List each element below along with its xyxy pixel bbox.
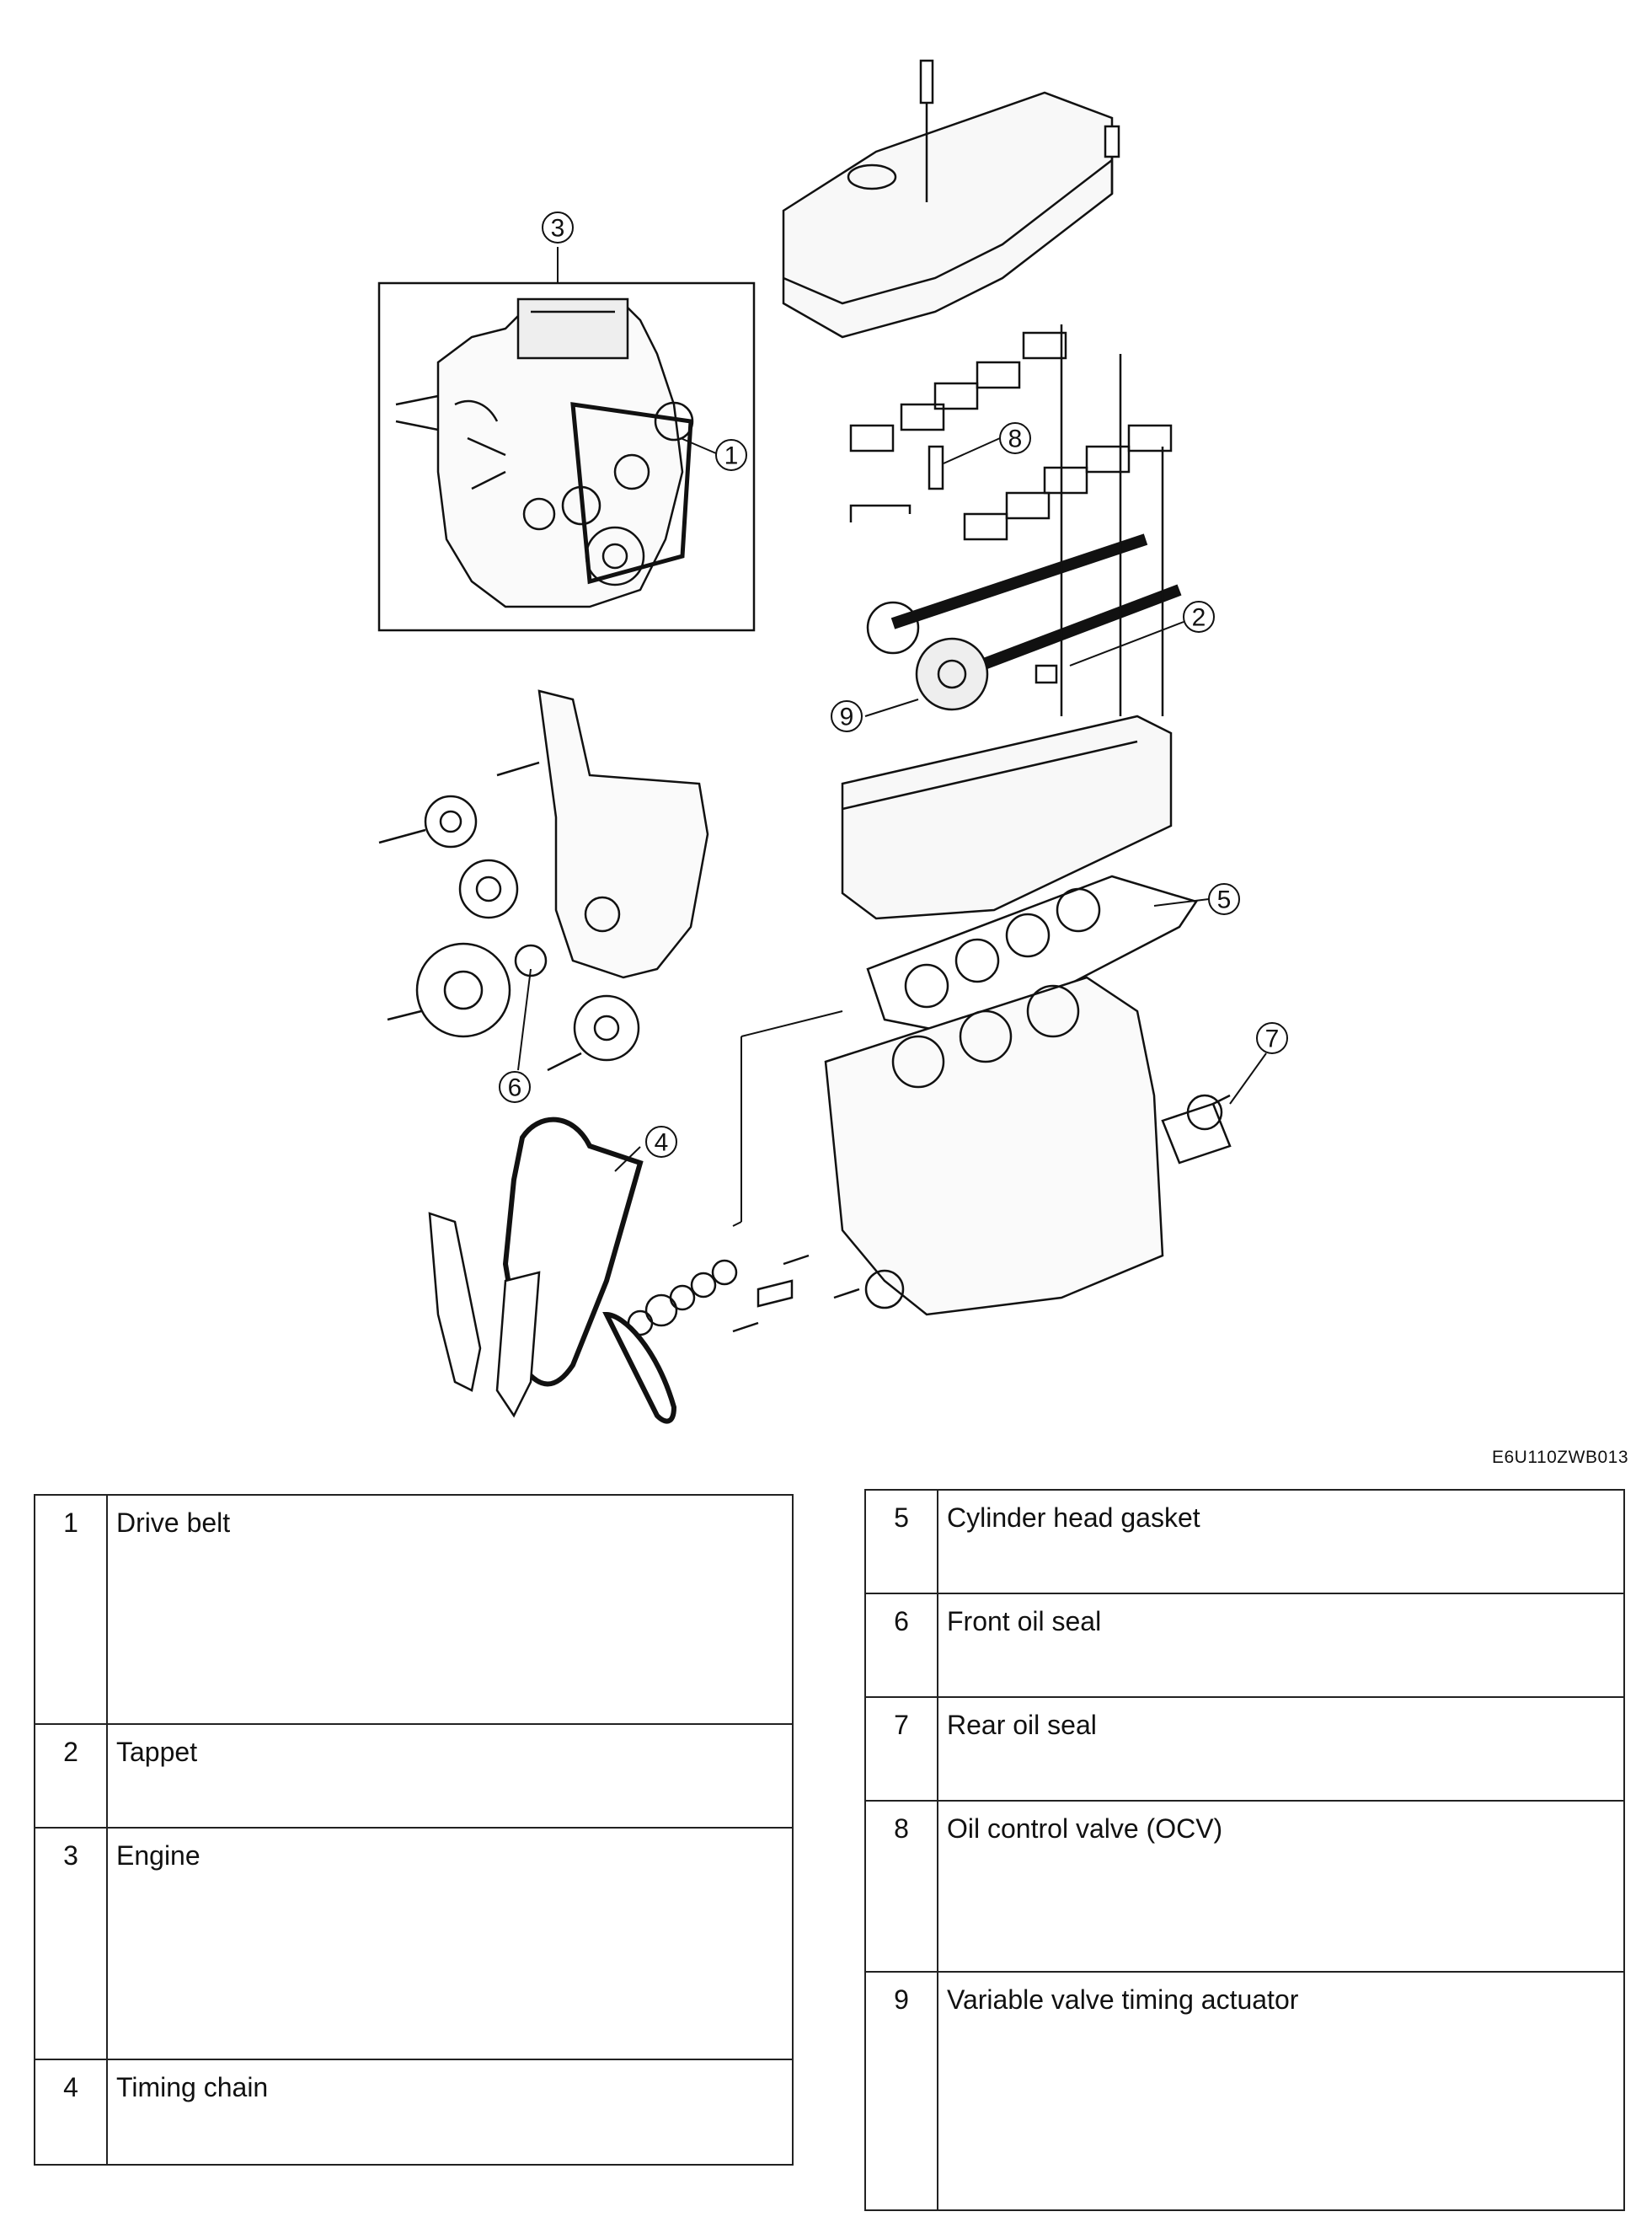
callout-6 bbox=[499, 1071, 531, 1103]
table-row: 1 Drive belt bbox=[34, 1494, 794, 1725]
table-row: 2 Tappet bbox=[34, 1723, 794, 1829]
table-row: 4 Timing chain bbox=[34, 2059, 794, 2166]
part-name: Engine bbox=[106, 1827, 794, 2060]
callout-7-label: 7 bbox=[1265, 1025, 1280, 1053]
parts-table-right: 5 Cylinder head gasket 6 Front oil seal … bbox=[864, 1489, 1625, 2211]
table-row: 6 Front oil seal bbox=[864, 1593, 1625, 1698]
callout-6-label: 6 bbox=[508, 1074, 522, 1102]
part-number: 6 bbox=[864, 1593, 938, 1698]
table-row: 7 Rear oil seal bbox=[864, 1696, 1625, 1802]
part-number: 3 bbox=[34, 1827, 108, 2060]
table-row: 5 Cylinder head gasket bbox=[864, 1489, 1625, 1594]
table-row: 8 Oil control valve (OCV) bbox=[864, 1800, 1625, 1973]
callout-4 bbox=[645, 1126, 677, 1158]
cylinder-head-icon bbox=[841, 324, 1173, 920]
part-name: Variable valve timing actuator bbox=[937, 1971, 1625, 2211]
parts-table-left: 1 Drive belt 2 Tappet 3 Engine 4 Timing … bbox=[34, 1494, 794, 2166]
part-number: 4 bbox=[34, 2059, 108, 2166]
callout-2-label: 2 bbox=[1192, 604, 1206, 632]
camshafts-icon bbox=[849, 331, 1182, 711]
table-row: 9 Variable valve timing actuator bbox=[864, 1971, 1625, 2211]
engine-assembly-icon bbox=[377, 281, 756, 632]
cylinder-head-gasket-icon bbox=[866, 875, 1198, 1038]
cylinder-head-cover-icon bbox=[782, 59, 1120, 339]
part-name: Tappet bbox=[106, 1723, 794, 1829]
callout-8 bbox=[999, 422, 1031, 454]
exploded-engine-diagram: 1 2 3 4 5 6 7 8 9 bbox=[377, 59, 1288, 1424]
part-name: Front oil seal bbox=[937, 1593, 1625, 1698]
callout-5-label: 5 bbox=[1217, 886, 1232, 914]
part-name: Cylinder head gasket bbox=[937, 1489, 1625, 1594]
callout-5 bbox=[1208, 883, 1240, 915]
figure-code: E6U110ZWB013 bbox=[1491, 1448, 1628, 1467]
callout-8-label: 8 bbox=[1008, 426, 1023, 453]
part-name: Drive belt bbox=[106, 1494, 794, 1725]
timing-chain-icon bbox=[428, 1116, 905, 1424]
part-name: Timing chain bbox=[106, 2059, 794, 2166]
callout-9-label: 9 bbox=[840, 704, 854, 731]
part-number: 9 bbox=[864, 1971, 938, 2211]
part-number: 7 bbox=[864, 1696, 938, 1802]
part-name: Oil control valve (OCV) bbox=[937, 1800, 1625, 1973]
callout-1-label: 1 bbox=[724, 442, 739, 470]
part-number: 1 bbox=[34, 1494, 108, 1725]
callout-9 bbox=[831, 700, 863, 732]
cylinder-block-icon bbox=[824, 976, 1232, 1316]
part-number: 8 bbox=[864, 1800, 938, 1973]
callout-2 bbox=[1183, 601, 1215, 633]
part-number: 5 bbox=[864, 1489, 938, 1594]
part-name: Rear oil seal bbox=[937, 1696, 1625, 1802]
callout-3-label: 3 bbox=[551, 215, 565, 243]
callout-4-label: 4 bbox=[655, 1129, 669, 1157]
callout-1 bbox=[715, 439, 747, 471]
callout-7 bbox=[1256, 1022, 1288, 1054]
part-number: 2 bbox=[34, 1723, 108, 1829]
engine-front-cover-icon bbox=[378, 689, 709, 1072]
table-row: 3 Engine bbox=[34, 1827, 794, 2060]
callout-markers bbox=[499, 212, 1288, 1158]
callout-3 bbox=[542, 212, 574, 244]
